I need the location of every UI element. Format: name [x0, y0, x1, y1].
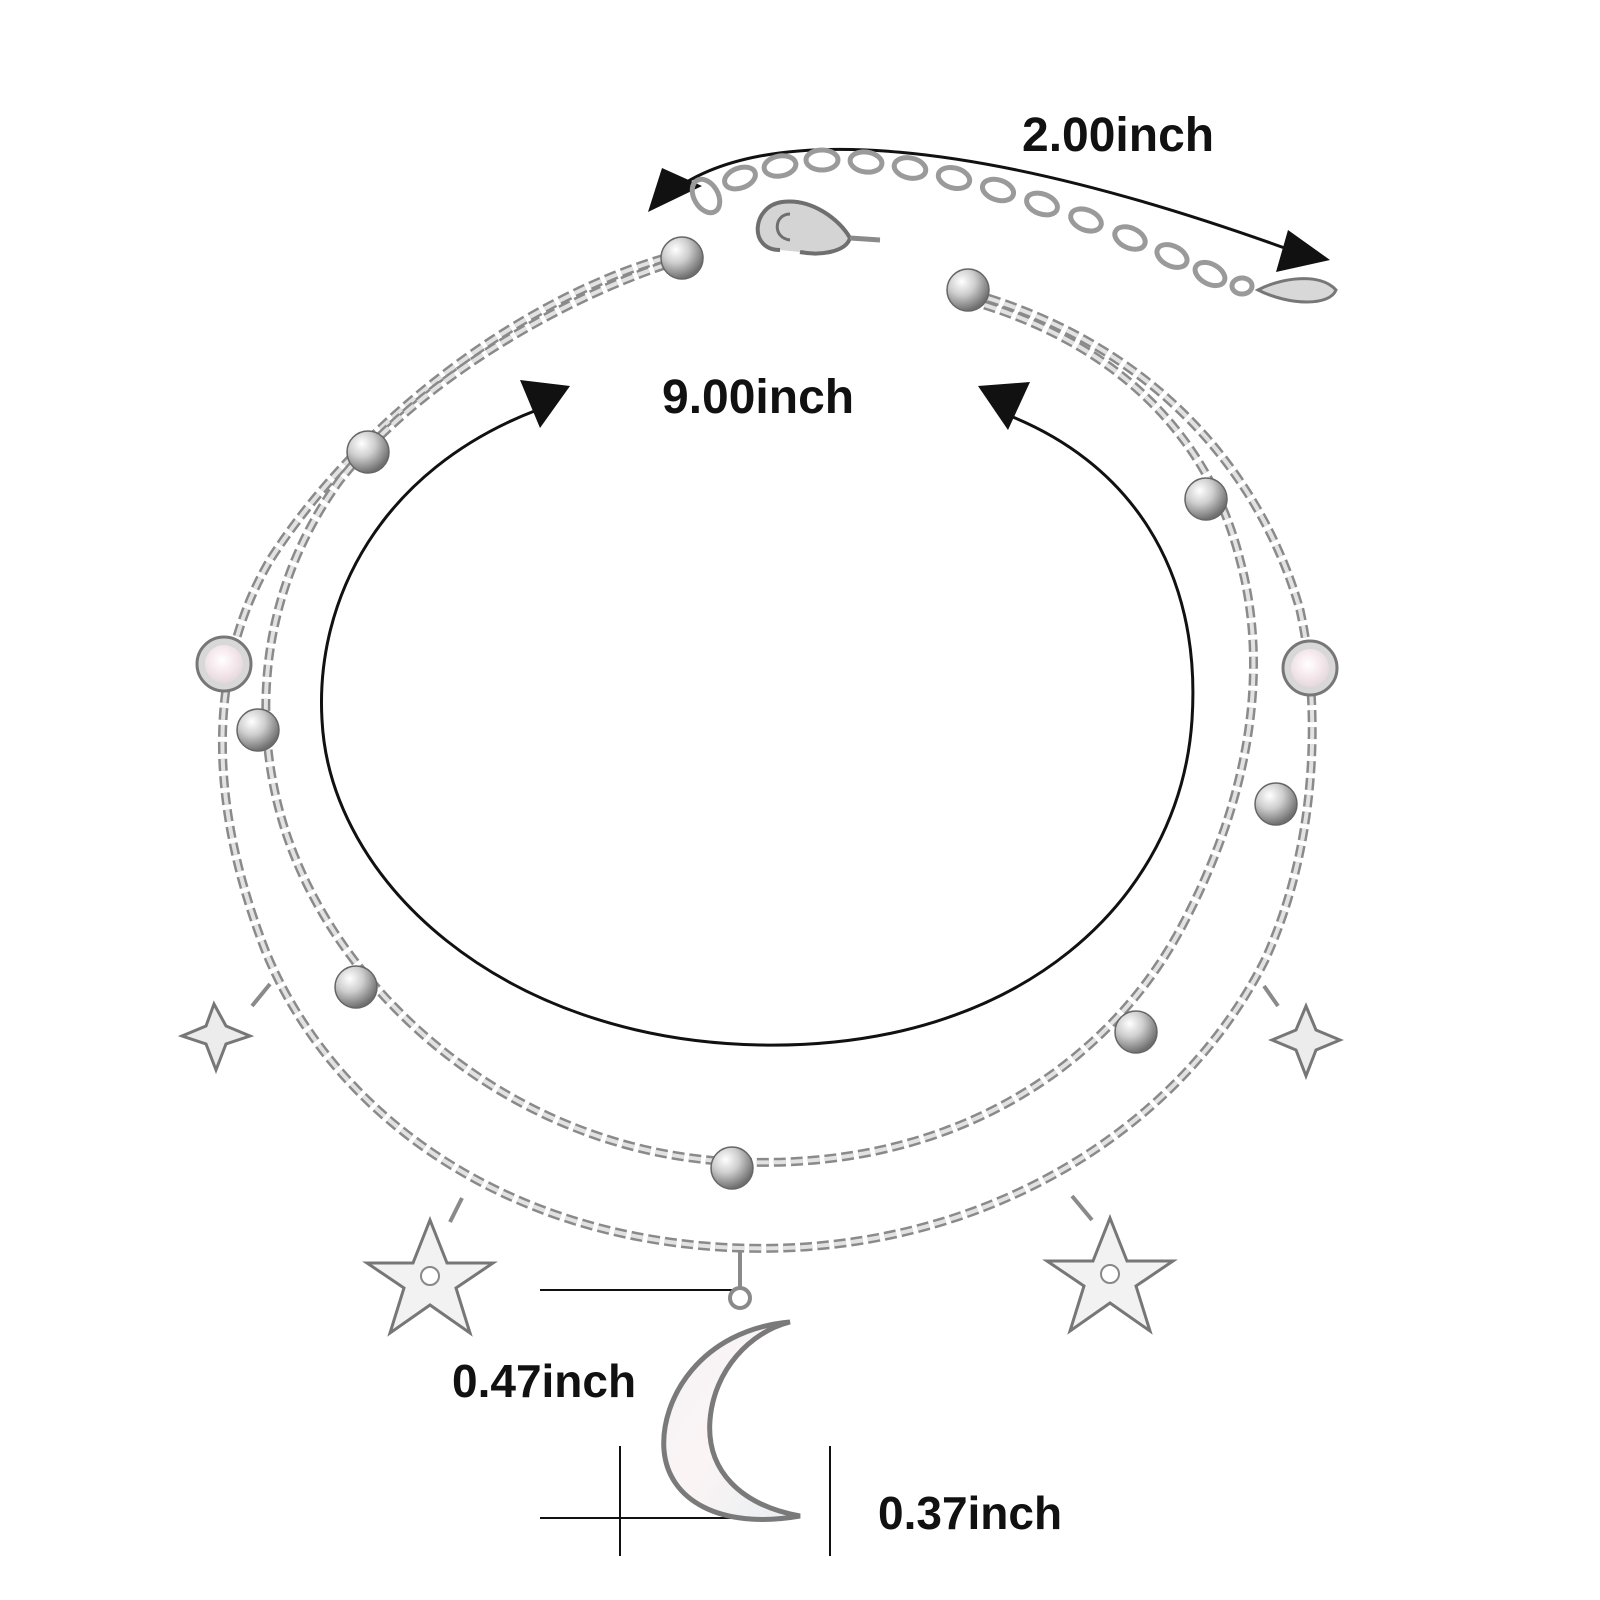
- outer-chain: [217, 253, 1317, 1253]
- moon-height-guides: [540, 1289, 831, 1556]
- star-icon: [362, 1194, 1178, 1337]
- bracelet-length-label: 9.00inch: [662, 371, 855, 424]
- moon-height-label: 0.47inch: [452, 1355, 637, 1407]
- sparkle-star-icon: [177, 982, 1344, 1081]
- teardrop-icon: [1254, 277, 1338, 304]
- moon-width-label: 0.37inch: [878, 1487, 1063, 1539]
- extender-length-label: 2.00inch: [1022, 109, 1215, 162]
- length-dimension-arrow: [319, 380, 1195, 1047]
- extender-dimension-arrow: [648, 147, 1330, 272]
- extender-chain: [689, 147, 1255, 297]
- inner-chain: [261, 260, 1258, 1167]
- clasp-icon: [755, 199, 881, 256]
- crescent-moon-icon: [661, 1250, 801, 1522]
- opal-icon: [195, 635, 1339, 697]
- bead-icon: [236, 236, 1298, 1190]
